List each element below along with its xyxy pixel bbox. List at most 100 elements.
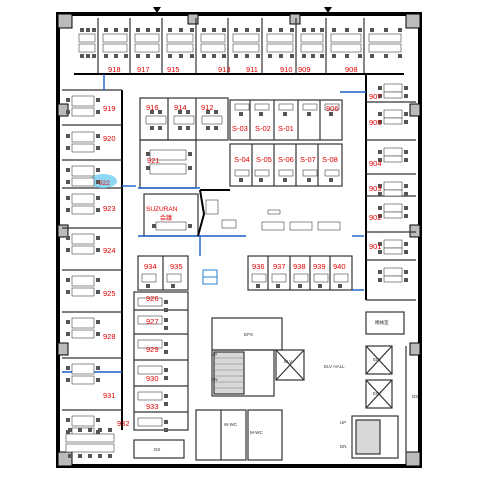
label-elv-3: ELV xyxy=(373,391,381,396)
chair xyxy=(178,126,182,130)
chair xyxy=(358,28,362,32)
room-902: 902 xyxy=(369,213,382,222)
chair xyxy=(370,54,374,58)
chair xyxy=(164,428,168,432)
desk xyxy=(300,43,324,53)
chair xyxy=(158,126,162,130)
desk xyxy=(71,165,95,177)
chair xyxy=(290,28,294,32)
chair xyxy=(164,402,168,406)
desk xyxy=(137,391,163,401)
chair xyxy=(311,54,315,58)
lobby-marker xyxy=(202,269,218,285)
desk xyxy=(383,147,403,157)
chair xyxy=(276,284,280,288)
chair xyxy=(80,54,84,58)
desk xyxy=(71,205,95,215)
chair xyxy=(96,332,100,336)
chair xyxy=(78,454,82,458)
desk xyxy=(232,33,260,43)
chair xyxy=(370,28,374,32)
room-901: 901 xyxy=(369,242,382,251)
room-s07: S-07 xyxy=(300,155,316,164)
room-929: 929 xyxy=(146,345,159,354)
chair xyxy=(66,168,70,172)
desk xyxy=(383,267,403,277)
chair xyxy=(188,152,192,156)
chair xyxy=(108,454,112,458)
room-910: 910 xyxy=(280,65,293,74)
room-s05: S-05 xyxy=(256,155,272,164)
chair xyxy=(66,110,70,114)
desk xyxy=(383,155,403,163)
room-935: 935 xyxy=(170,262,183,271)
chair xyxy=(66,236,70,240)
room-927: 927 xyxy=(146,317,159,326)
chair xyxy=(66,378,70,382)
chair xyxy=(146,284,150,288)
chair xyxy=(378,206,382,210)
chair xyxy=(164,326,168,330)
desk xyxy=(278,169,294,177)
desk xyxy=(383,181,403,191)
chair xyxy=(404,192,408,196)
chair xyxy=(259,112,263,116)
chair xyxy=(66,418,70,422)
top-office-partitions xyxy=(74,18,404,75)
chair xyxy=(158,110,162,114)
desk xyxy=(232,43,260,53)
desk xyxy=(266,43,294,53)
desk xyxy=(333,273,349,283)
chair xyxy=(378,278,382,282)
chair xyxy=(179,28,183,32)
desk xyxy=(383,211,403,219)
desk xyxy=(324,169,340,177)
chair xyxy=(152,224,156,228)
core-area xyxy=(133,311,407,461)
chair xyxy=(114,54,118,58)
chair xyxy=(332,28,336,32)
chair xyxy=(150,110,154,114)
chair xyxy=(92,28,96,32)
chair xyxy=(136,54,140,58)
room-920: 920 xyxy=(103,134,116,143)
desk xyxy=(71,143,95,153)
chair xyxy=(156,54,160,58)
desk xyxy=(78,33,96,43)
desk xyxy=(330,33,362,43)
label-up-1: UP xyxy=(211,352,217,357)
desk xyxy=(234,103,250,111)
chair xyxy=(96,378,100,382)
room-s02: S-02 xyxy=(255,124,271,133)
room-936: 936 xyxy=(252,262,265,271)
chair xyxy=(68,428,72,432)
room-908: 908 xyxy=(345,65,358,74)
chair xyxy=(150,126,154,130)
room-926: 926 xyxy=(146,294,159,303)
room-s01: S-01 xyxy=(278,124,294,133)
chair xyxy=(186,126,190,130)
room-922: 922 xyxy=(99,180,110,187)
room-907: 907 xyxy=(369,92,382,101)
chair xyxy=(404,278,408,282)
room-919: 919 xyxy=(103,104,116,113)
desk xyxy=(71,275,95,287)
desk xyxy=(71,177,95,187)
chair xyxy=(283,178,287,182)
chair xyxy=(96,418,100,422)
label-ds-2: DS xyxy=(154,447,160,452)
chair xyxy=(202,54,206,58)
room-912: 912 xyxy=(201,103,214,112)
chair xyxy=(234,54,238,58)
desk xyxy=(71,317,95,329)
desk xyxy=(221,219,237,229)
label-elv-1: ELV xyxy=(284,359,292,364)
desk xyxy=(201,115,223,125)
chair xyxy=(302,54,306,58)
room-932: 932 xyxy=(117,419,130,428)
desk xyxy=(317,221,341,231)
desk xyxy=(145,115,167,125)
desk-furniture xyxy=(65,28,408,458)
room-915: 915 xyxy=(167,65,180,74)
